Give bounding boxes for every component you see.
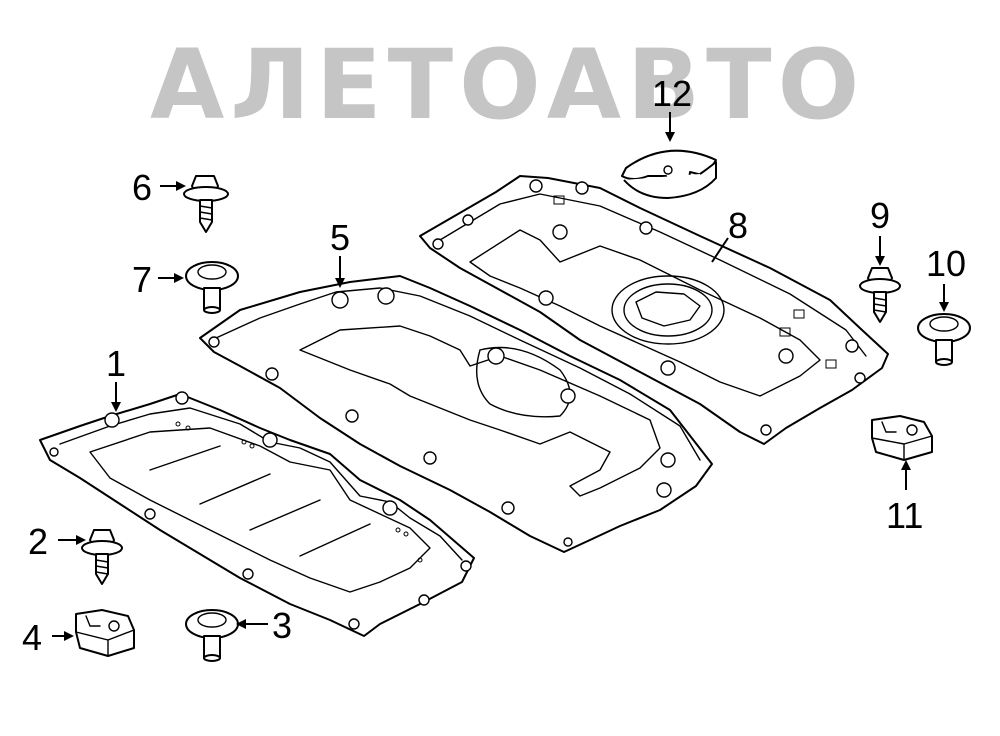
callout-5: 5: [330, 217, 350, 258]
part-9-screw: [859, 267, 901, 323]
watermark: АЛЕТОАВТО: [150, 29, 865, 141]
part-4-clip: [75, 609, 135, 657]
callout-9: 9: [870, 195, 890, 236]
callout-1: 1: [106, 343, 126, 384]
part-11-clip: [871, 415, 933, 461]
callout-7: 7: [132, 259, 152, 300]
callout-3: 3: [272, 605, 292, 646]
part-5-shield: [199, 275, 713, 553]
part-10-fastener: [917, 313, 971, 366]
part-7-fastener: [185, 261, 239, 314]
callout-4: 4: [22, 617, 42, 658]
part-2-screw: [81, 529, 123, 585]
part-3-fastener: [185, 609, 239, 662]
callout-8: 8: [728, 205, 748, 246]
part-8-shield: [419, 175, 889, 445]
part-12-cover: [621, 149, 717, 199]
callout-10: 10: [926, 243, 966, 284]
callout-11: 11: [886, 495, 923, 536]
callout-labels: 1 2 3 4 5 6 7 8 9 10 11 12: [22, 73, 966, 658]
leader-arrows: [52, 112, 949, 641]
callout-12: 12: [652, 73, 692, 114]
callout-2: 2: [28, 521, 48, 562]
callout-6: 6: [132, 167, 152, 208]
watermark-text: АЛЕТОАВТО: [150, 29, 865, 141]
part-6-screw: [183, 175, 229, 233]
part-1-shield: [39, 391, 475, 637]
